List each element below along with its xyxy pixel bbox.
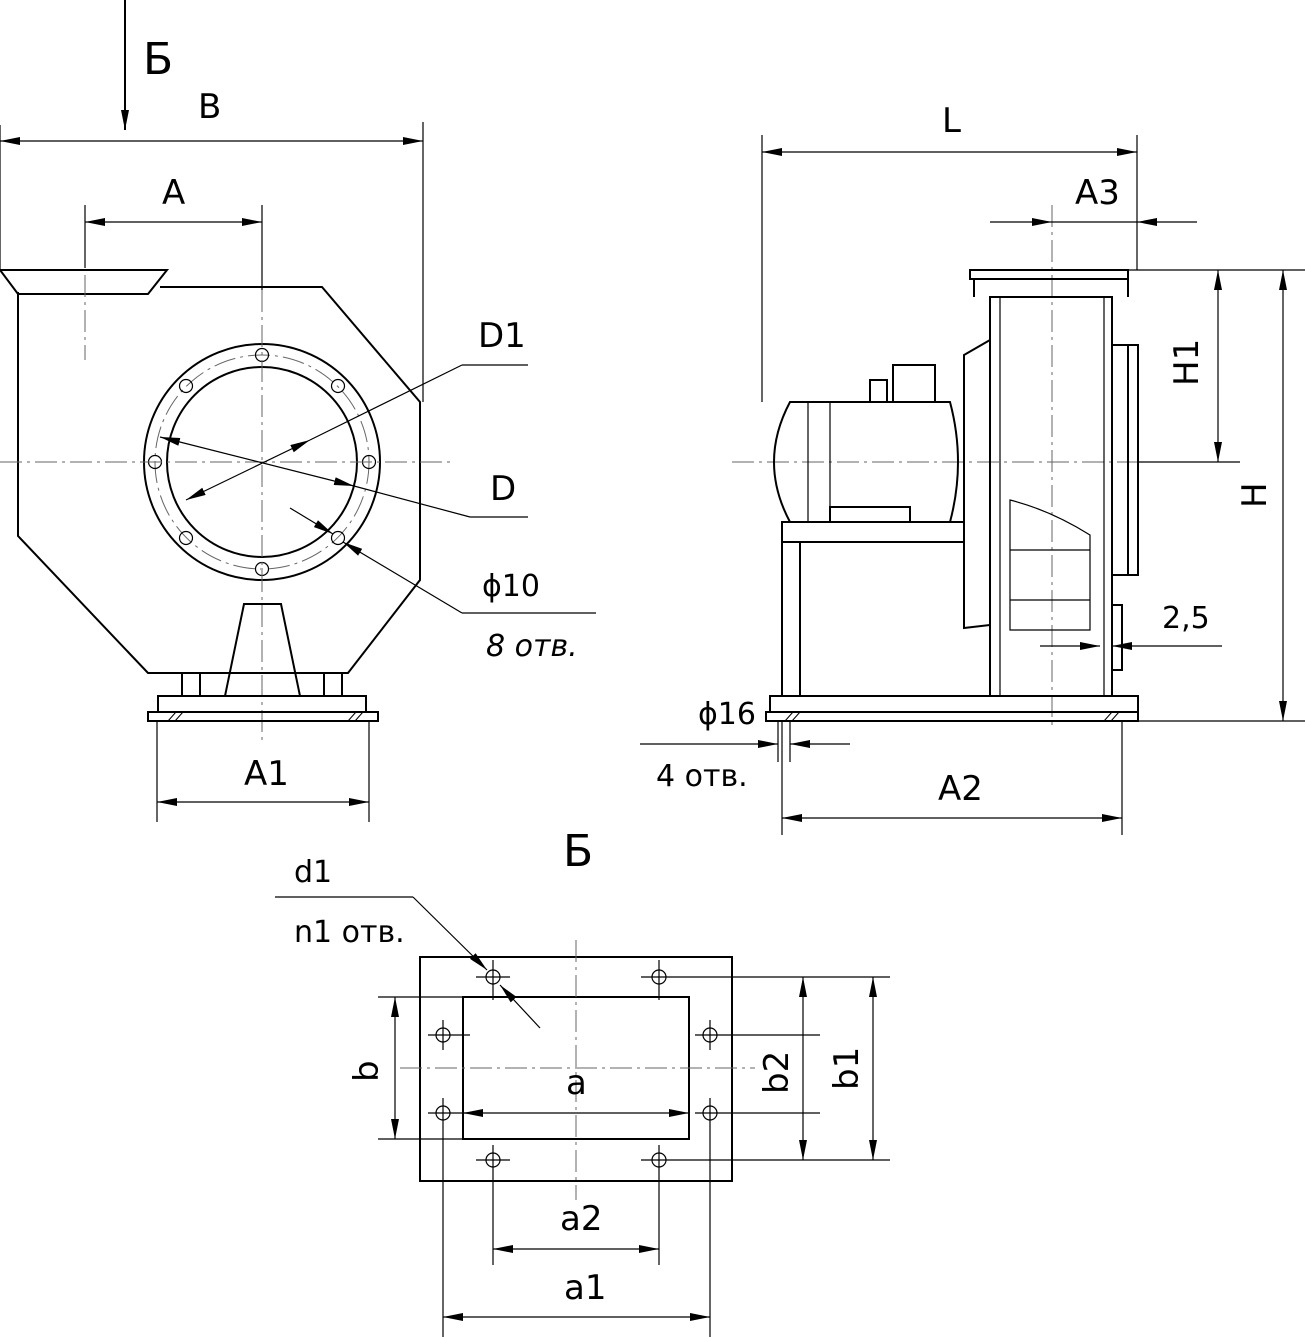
dimension-label-H: H (1235, 482, 1275, 508)
dimension-A: A (84, 173, 263, 290)
dimension-b1: b1 (827, 977, 877, 1160)
dimension-label-D: D (490, 469, 516, 509)
view-marker-arrow: Б (121, 0, 173, 130)
dimension-label-L: L (942, 101, 961, 141)
dimension-label-B: B (198, 87, 221, 127)
side-view: L A3 H1 H 2,5 (640, 101, 1305, 835)
dimension-gap: 2,5 (1040, 601, 1222, 650)
dimension-label-A1: A1 (244, 754, 289, 794)
base-plate-side (765, 695, 1139, 722)
hole-callout-front: ϕ10 8 отв. (289, 507, 596, 664)
dimension-label-a: a (566, 1063, 587, 1103)
side-hole-count-label: 4 отв. (656, 759, 748, 794)
dimension-A1: A1 (156, 721, 370, 822)
outlet-view-title: Б (563, 826, 593, 877)
outlet-view: Б (275, 826, 890, 1337)
dimension-b2: b2 (757, 977, 807, 1160)
dimension-label-H1: H1 (1167, 339, 1207, 386)
outlet-holes (435, 969, 718, 1168)
dimension-a1: a1 (443, 1268, 710, 1321)
dimension-H: H (1138, 269, 1305, 722)
hole-count-label: 8 отв. (486, 629, 578, 664)
dimension-L: L (761, 101, 1138, 402)
motor (773, 364, 959, 523)
outlet-hole-callout: d1 n1 отв. (275, 855, 541, 1029)
dimension-label-b2: b2 (757, 1051, 797, 1094)
hole-callout-side: ϕ16 4 отв. (640, 697, 850, 794)
volute-side (963, 269, 1139, 697)
dimension-B: B (0, 87, 424, 402)
dimension-label-A2: A2 (938, 769, 983, 809)
dimension-D: D (159, 436, 528, 518)
outlet-hole-diameter-label: d1 (294, 855, 332, 890)
dimension-label-gap: 2,5 (1162, 601, 1210, 636)
motor-stand (781, 521, 965, 696)
outlet-hole-count-label: n1 отв. (294, 915, 405, 950)
dimension-b: b (347, 996, 463, 1140)
dimension-label-a2: a2 (560, 1199, 602, 1239)
pedestal (147, 603, 379, 722)
side-hole-diameter-label: ϕ16 (698, 697, 756, 732)
fan-housing (0, 269, 421, 674)
dimension-label-a1: a1 (564, 1268, 606, 1308)
dimension-A3: A3 (990, 173, 1197, 226)
dimension-label-b1: b1 (827, 1047, 867, 1090)
hole-diameter-label: ϕ10 (482, 569, 540, 604)
dimension-label-b: b (347, 1060, 387, 1082)
dimension-a: a (463, 1063, 689, 1117)
dimension-A2: A2 (781, 721, 1123, 835)
view-marker-label: Б (143, 34, 173, 85)
dimension-label-A3: A3 (1075, 173, 1120, 213)
dimension-label-D1: D1 (478, 316, 526, 356)
dimension-label-A: A (162, 173, 185, 213)
dimension-a2: a2 (493, 1199, 659, 1253)
dimension-H1: H1 (1128, 269, 1240, 463)
front-view: Б (0, 0, 596, 822)
